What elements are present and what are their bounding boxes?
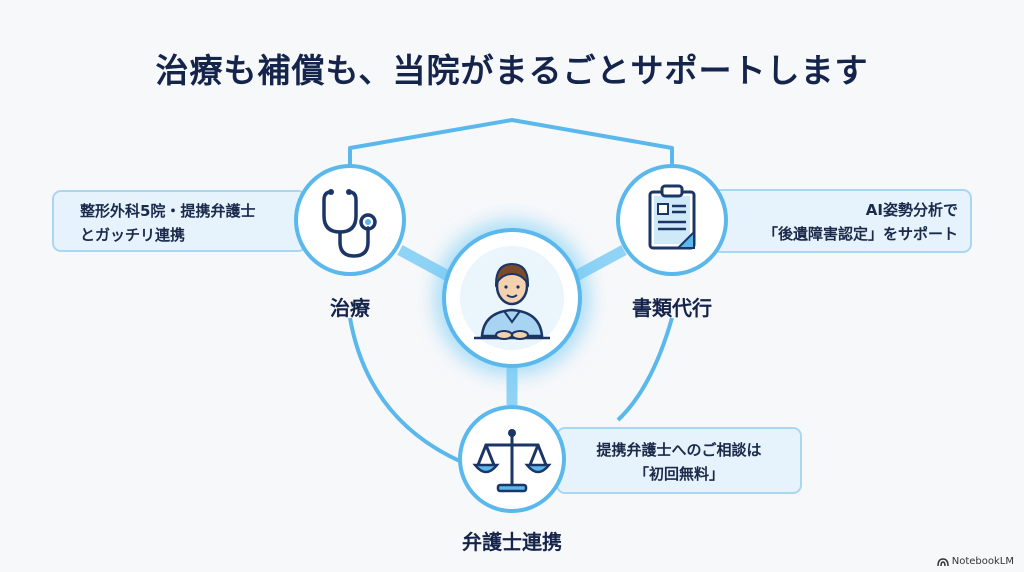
callout-text: とガッチリ連携 <box>80 226 186 244</box>
callout-treatment: 整形外科5院・提携弁護士 とガッチリ連携 <box>52 190 307 252</box>
callout-text: 「初回無料」 <box>633 465 724 483</box>
balance-scale-icon <box>472 429 552 493</box>
stethoscope-icon <box>322 189 377 258</box>
callout-text: 整形外科5院・提携弁護士 <box>80 202 256 220</box>
page-title: 治療も補償も、当院がまるごとサポートします <box>155 51 869 90</box>
node-lawyer <box>458 405 566 513</box>
node-label-treatment: 治療 <box>330 296 370 320</box>
callout-documents: AI姿勢分析で 「後遺障害認定」をサポート <box>712 189 972 253</box>
callout-lawyer: 提携弁護士へのご相談は 「初回無料」 <box>556 427 802 494</box>
node-label-lawyer: 弁護士連携 <box>462 530 562 554</box>
node-center <box>442 228 582 368</box>
node-documents <box>616 164 728 276</box>
callout-text: 提携弁護士へのご相談は <box>596 441 762 459</box>
brand-name: NotebookLM <box>951 556 1014 567</box>
callout-text: 「後遺障害認定」をサポート <box>762 225 958 243</box>
callout-text: AI姿勢分析で <box>865 201 958 219</box>
node-treatment <box>294 164 406 276</box>
patient-person-icon <box>460 246 564 350</box>
node-label-documents: 書類代行 <box>632 296 712 320</box>
brand-watermark: NotebookLM <box>937 556 1014 567</box>
notebooklm-logo-icon <box>937 557 949 566</box>
clipboard-document-icon <box>648 184 696 250</box>
